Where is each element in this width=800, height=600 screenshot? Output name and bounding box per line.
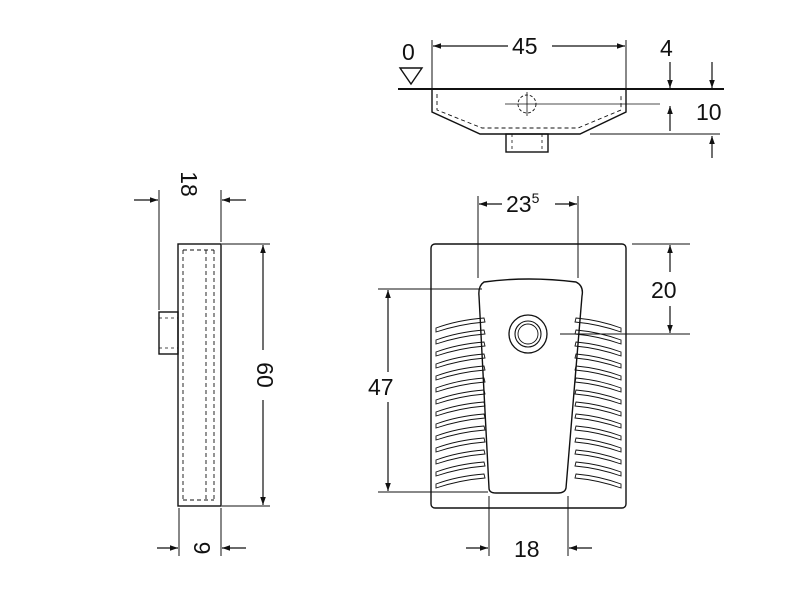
foot-rib	[574, 341, 622, 357]
foot-rib	[574, 473, 622, 489]
pan-profile	[431, 90, 627, 135]
depth-10-label: 10	[696, 99, 722, 125]
foot-rib	[435, 449, 486, 465]
foot-ribs-right	[574, 317, 622, 489]
tray-outline	[430, 243, 627, 509]
level-triangle-icon	[398, 67, 424, 86]
side-spigot	[158, 311, 179, 355]
side-height-60-label: 60	[252, 362, 278, 388]
side-depth-18-label: 18	[176, 171, 202, 197]
pan-inner-dashed	[436, 94, 622, 129]
foot-rib	[574, 377, 622, 393]
foot-rib	[574, 329, 622, 345]
side-body	[177, 243, 222, 507]
drain-spigot	[505, 133, 549, 153]
foot-rib	[574, 401, 622, 417]
foot-rib	[435, 365, 486, 381]
level-zero-label: 0	[402, 39, 415, 65]
foot-rib	[574, 317, 622, 333]
bottom-width-18-label: 18	[514, 536, 540, 562]
foot-ribs-left	[435, 317, 486, 489]
foot-rib	[435, 401, 486, 417]
foot-rib	[435, 377, 486, 393]
foot-rib	[574, 425, 622, 441]
foot-rib	[435, 461, 486, 477]
foot-rib	[435, 425, 486, 441]
foot-rib	[435, 353, 486, 369]
foot-rib	[435, 473, 486, 489]
foot-rib	[435, 437, 486, 453]
plan-view	[378, 196, 690, 556]
foot-rib	[574, 461, 622, 477]
opening-width-label: 235	[506, 190, 540, 217]
drain-hole-icon	[508, 314, 548, 354]
opening-length-47-label: 47	[368, 374, 394, 400]
foot-rib	[435, 413, 486, 429]
rim-4-label: 4	[660, 35, 673, 61]
foot-rib	[574, 389, 622, 405]
foot-rib	[435, 329, 486, 345]
top-elevation-view	[398, 40, 724, 158]
central-opening	[478, 278, 584, 494]
foot-rib	[435, 389, 486, 405]
foot-rib	[435, 341, 486, 357]
width-45-label: 45	[512, 33, 538, 59]
foot-rib	[574, 437, 622, 453]
foot-rib	[574, 449, 622, 465]
foot-rib	[574, 365, 622, 381]
foot-rib	[435, 317, 486, 333]
foot-rib	[574, 353, 622, 369]
foot-rib	[574, 413, 622, 429]
side-depth-9-label: 9	[189, 542, 215, 555]
side-view	[134, 190, 270, 556]
drain-offset-20-label: 20	[651, 277, 677, 303]
